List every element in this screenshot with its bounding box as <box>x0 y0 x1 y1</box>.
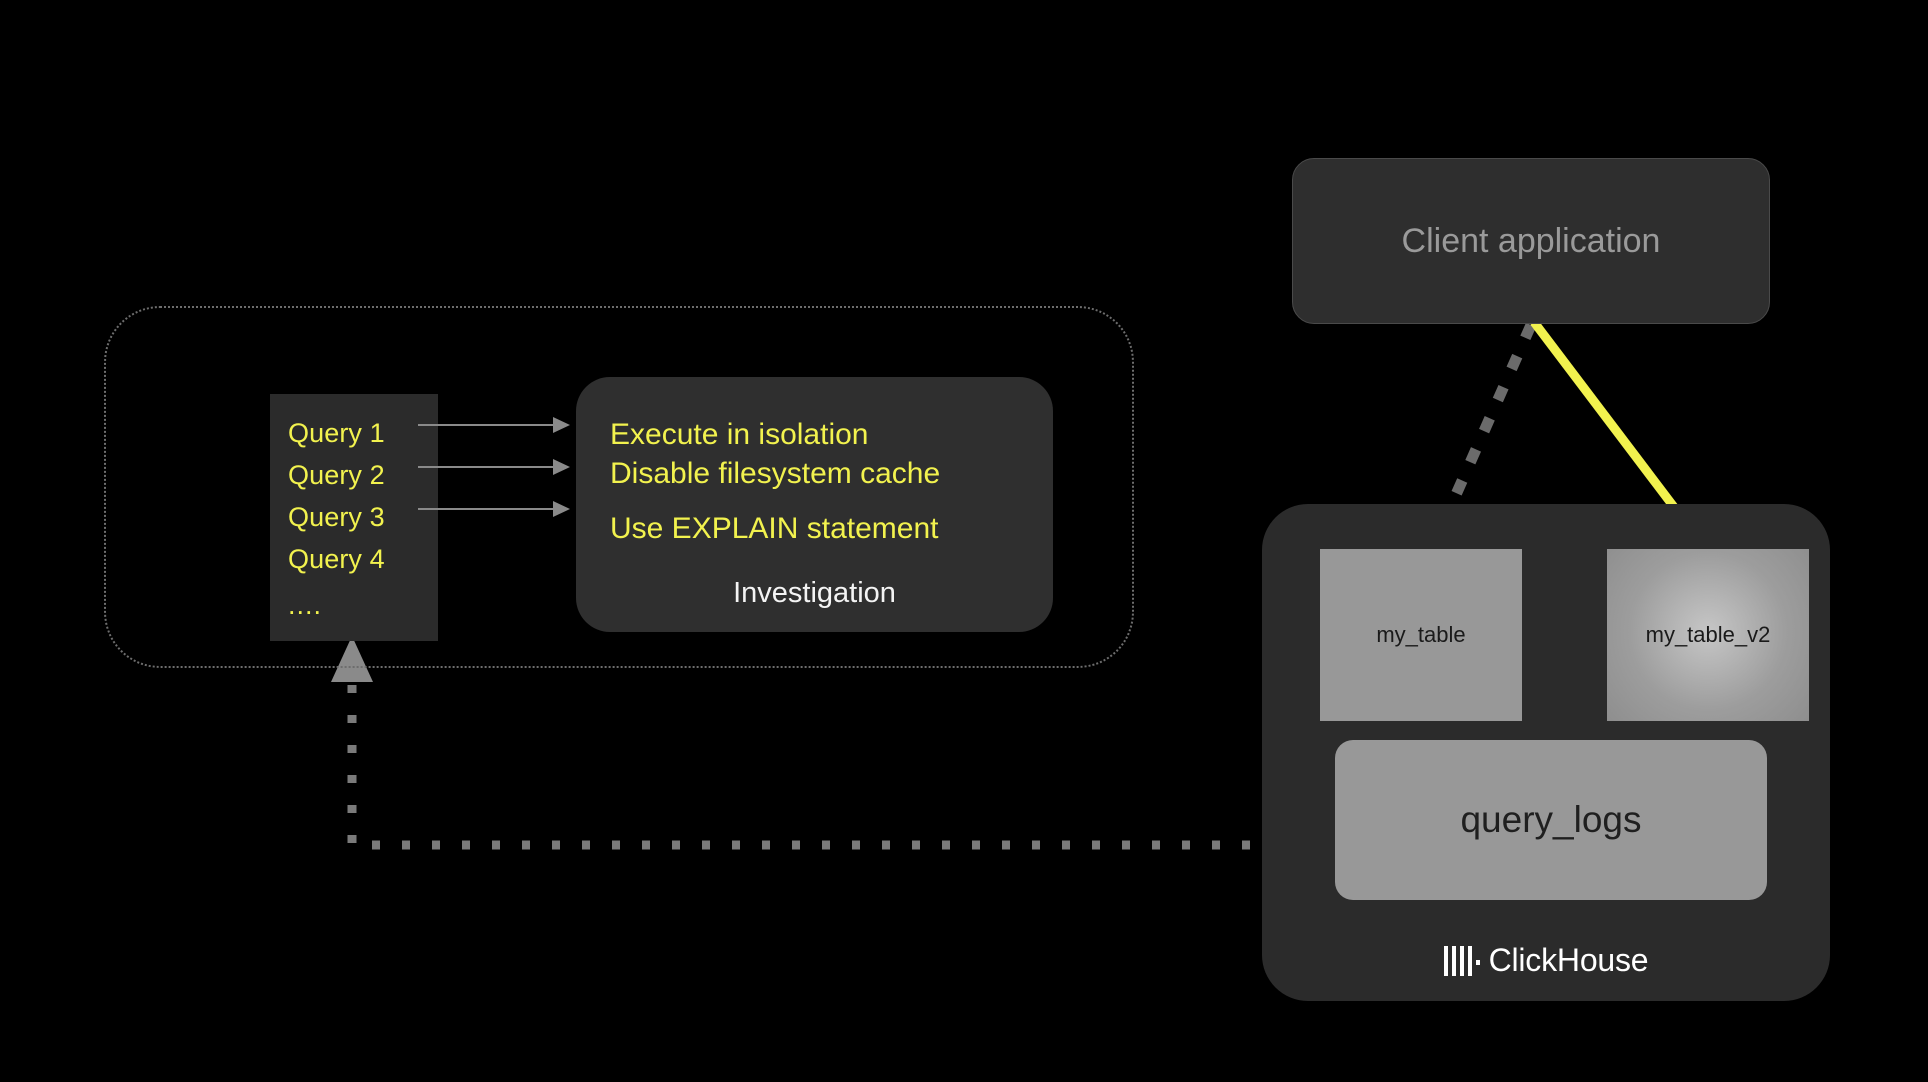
table-my-table-v2[interactable]: my_table_v2 <box>1607 549 1809 721</box>
list-item[interactable]: Query 3 <box>288 502 385 532</box>
investigation-card: Execute in isolation Disable filesystem … <box>576 377 1053 632</box>
table-query-logs-label: query_logs <box>1460 799 1642 840</box>
clickhouse-logo-text: ClickHouse <box>1488 942 1649 978</box>
query-1-to-investigation-arrow <box>418 417 570 433</box>
client-application-label: Client application <box>1401 221 1661 260</box>
list-item-ellipsis: .... <box>288 590 323 620</box>
investigation-step: Use EXPLAIN statement <box>610 512 939 545</box>
table-my-table-label: my_table <box>1376 622 1466 647</box>
query-2-to-investigation-arrow <box>418 459 570 475</box>
query-3-to-investigation-arrow <box>418 501 570 517</box>
clickhouse-logo: ClickHouse <box>1262 942 1830 979</box>
query-list-panel: Query 1 Query 2 Query 3 Query 4 .... <box>270 394 438 641</box>
list-item[interactable]: Query 4 <box>288 544 385 574</box>
table-my-table[interactable]: my_table <box>1320 549 1522 721</box>
table-my-table-v2-label: my_table_v2 <box>1645 622 1771 647</box>
clickhouse-bars-icon <box>1443 945 1480 976</box>
investigation-step: Execute in isolation <box>610 418 869 451</box>
investigation-scope <box>104 306 1134 668</box>
client-application-box: Client application <box>1292 158 1770 324</box>
table-query-logs[interactable]: query_logs <box>1335 740 1767 900</box>
clickhouse-panel: my_table my_table_v2 query_logs ClickHou… <box>1262 504 1830 1001</box>
investigation-step: Disable filesystem cache <box>610 457 941 490</box>
list-item[interactable]: Query 2 <box>288 460 385 490</box>
investigation-card-title: Investigation <box>733 577 896 609</box>
list-item[interactable]: Query 1 <box>288 418 385 448</box>
